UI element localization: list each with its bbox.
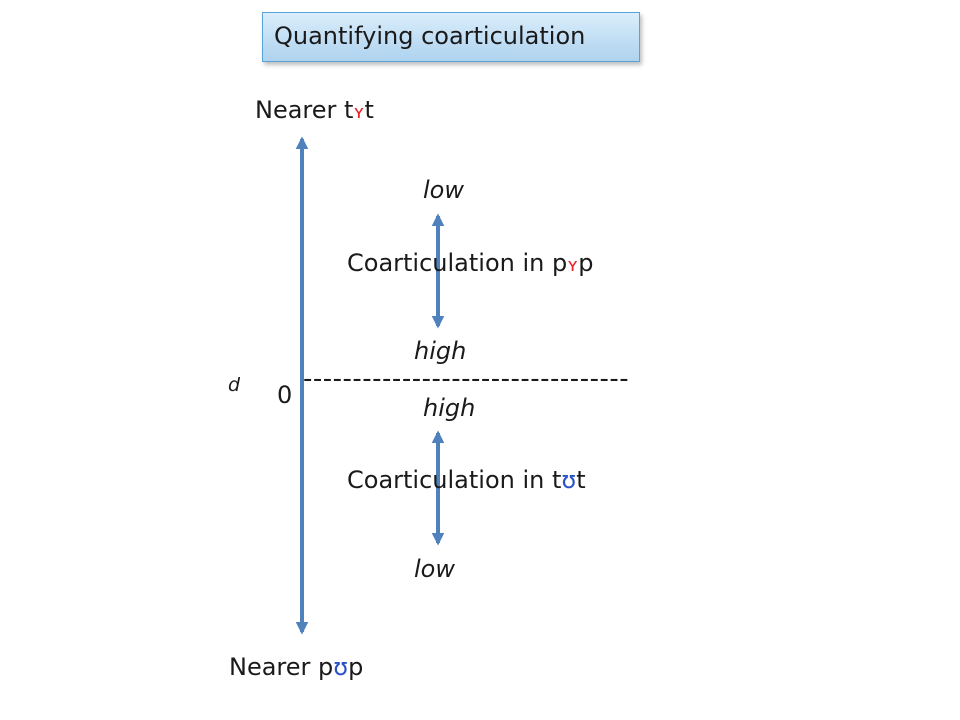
upper-coarticulation-label: Coarticulation in pʏp [347, 249, 594, 277]
lower-coarticulation-label: Coarticulation in tʊt [347, 466, 586, 494]
upper-high-label: high [414, 337, 467, 365]
top-axis-label: Nearer tʏt [255, 96, 374, 124]
front-vowel-symbol: ʏ [567, 255, 579, 276]
back-vowel-symbol: ʊ [333, 653, 349, 681]
upper-low-label: low [423, 176, 464, 204]
zero-label: 0 [277, 381, 293, 409]
slide-title: Quantifying coarticulation [262, 12, 640, 62]
lower-high-label: high [423, 394, 476, 422]
zero-dashed-line: --------------------------------- [303, 364, 630, 394]
title-text: Quantifying coarticulation [274, 22, 586, 50]
bottom-axis-label: Nearer pʊp [229, 653, 364, 681]
front-vowel-symbol: ʏ [353, 102, 365, 123]
axis-variable-label: d [228, 374, 241, 396]
back-vowel-symbol: ʊ [561, 466, 577, 494]
lower-low-label: low [414, 555, 455, 583]
